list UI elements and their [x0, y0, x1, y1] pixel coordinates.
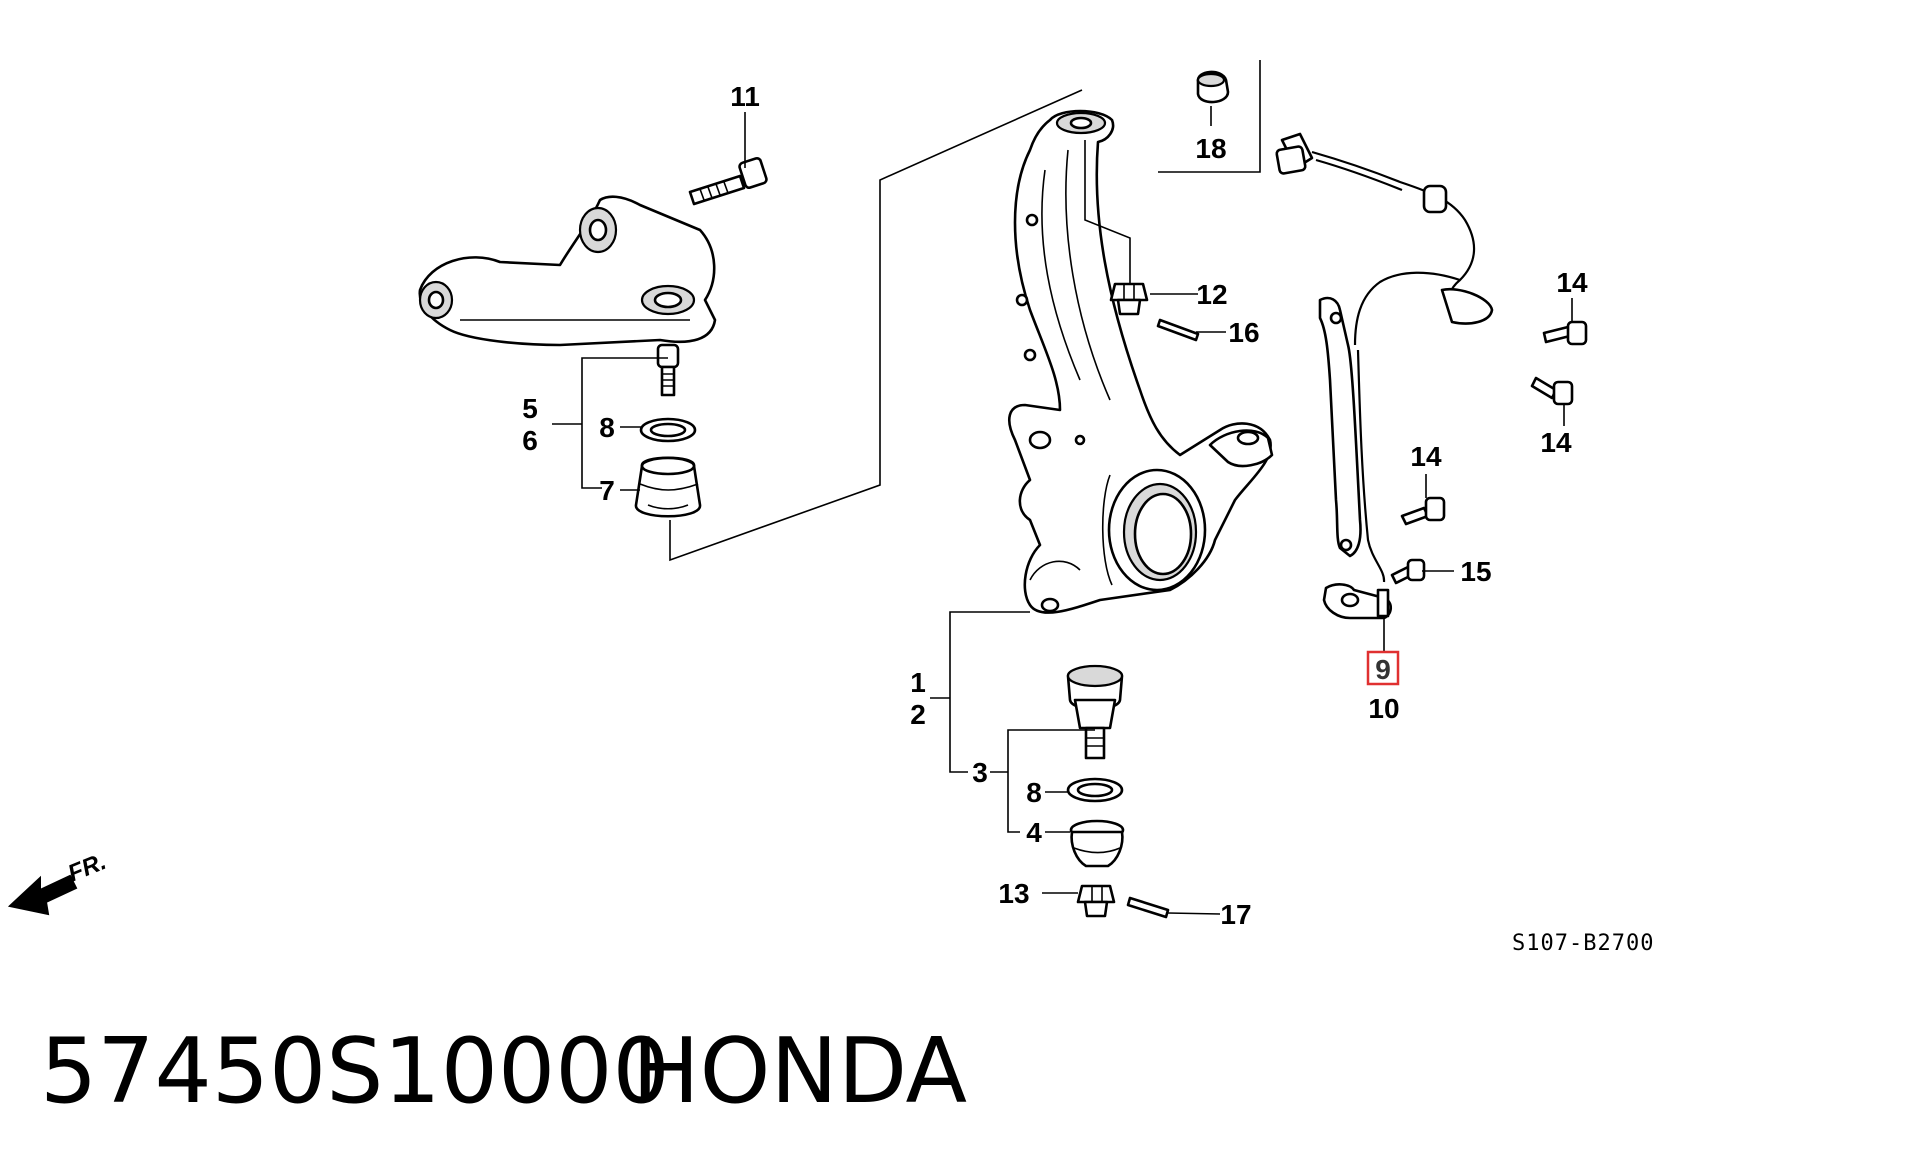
bolt-11 [688, 156, 768, 206]
callout-8-lower: 8 [1026, 777, 1042, 808]
wheel-speed-sensor-harness [1275, 132, 1494, 620]
callout-10: 10 [1368, 693, 1399, 724]
callout-13: 13 [998, 878, 1029, 909]
bolt-14-middle [1530, 376, 1574, 406]
front-direction-label: FR. [64, 848, 110, 888]
highlight-box [1366, 650, 1400, 686]
callout-17: 17 [1220, 899, 1251, 930]
bolt-15 [1390, 558, 1426, 585]
callout-1: 1 [910, 667, 926, 698]
ball-joint-boot-upper [634, 456, 702, 518]
callout-9: 9 [1375, 654, 1391, 685]
callout-numbers: 11 5 6 8 7 18 12 16 1 2 3 8 4 13 17 14 1… [522, 81, 1588, 930]
upper-control-arm [418, 195, 717, 347]
cap-18 [1196, 70, 1230, 104]
leader-lines [552, 60, 1573, 915]
callout-2: 2 [910, 699, 926, 730]
callout-3: 3 [972, 757, 988, 788]
brand-name: HONDA [632, 1019, 967, 1124]
front-direction-arrow: FR. [7, 848, 110, 916]
dust-seal-ring-lower [1066, 777, 1124, 803]
callout-14-middle: 14 [1540, 427, 1572, 458]
callout-4: 4 [1026, 817, 1042, 848]
callout-18: 18 [1195, 133, 1226, 164]
callout-8-upper: 8 [599, 412, 615, 443]
callout-14-upper: 14 [1556, 267, 1588, 298]
callout-15: 15 [1460, 556, 1491, 587]
callout-5: 5 [522, 393, 538, 424]
cotter-pin-16 [1156, 318, 1200, 342]
callout-11: 11 [730, 81, 760, 112]
callout-12: 12 [1196, 279, 1227, 310]
lower-ball-joint [1066, 664, 1124, 760]
drawing-code: S107-B2700 [1512, 931, 1654, 956]
callout-14-lower: 14 [1410, 441, 1442, 472]
castle-nut-12 [1109, 282, 1149, 316]
callout-7: 7 [599, 475, 615, 506]
cotter-pin-17 [1126, 896, 1170, 919]
callout-16: 16 [1228, 317, 1259, 348]
bolt-14-upper [1542, 320, 1588, 346]
bolt-14-lower [1400, 496, 1446, 526]
steering-knuckle [1007, 109, 1274, 614]
part-number: 57450S10000 [40, 1019, 670, 1124]
upper-ball-joint-pin [656, 343, 680, 397]
castle-nut-13 [1076, 884, 1116, 918]
dust-seal-ring-upper [639, 417, 697, 443]
callout-6: 6 [522, 425, 538, 456]
ball-joint-boot-lower [1069, 819, 1125, 868]
